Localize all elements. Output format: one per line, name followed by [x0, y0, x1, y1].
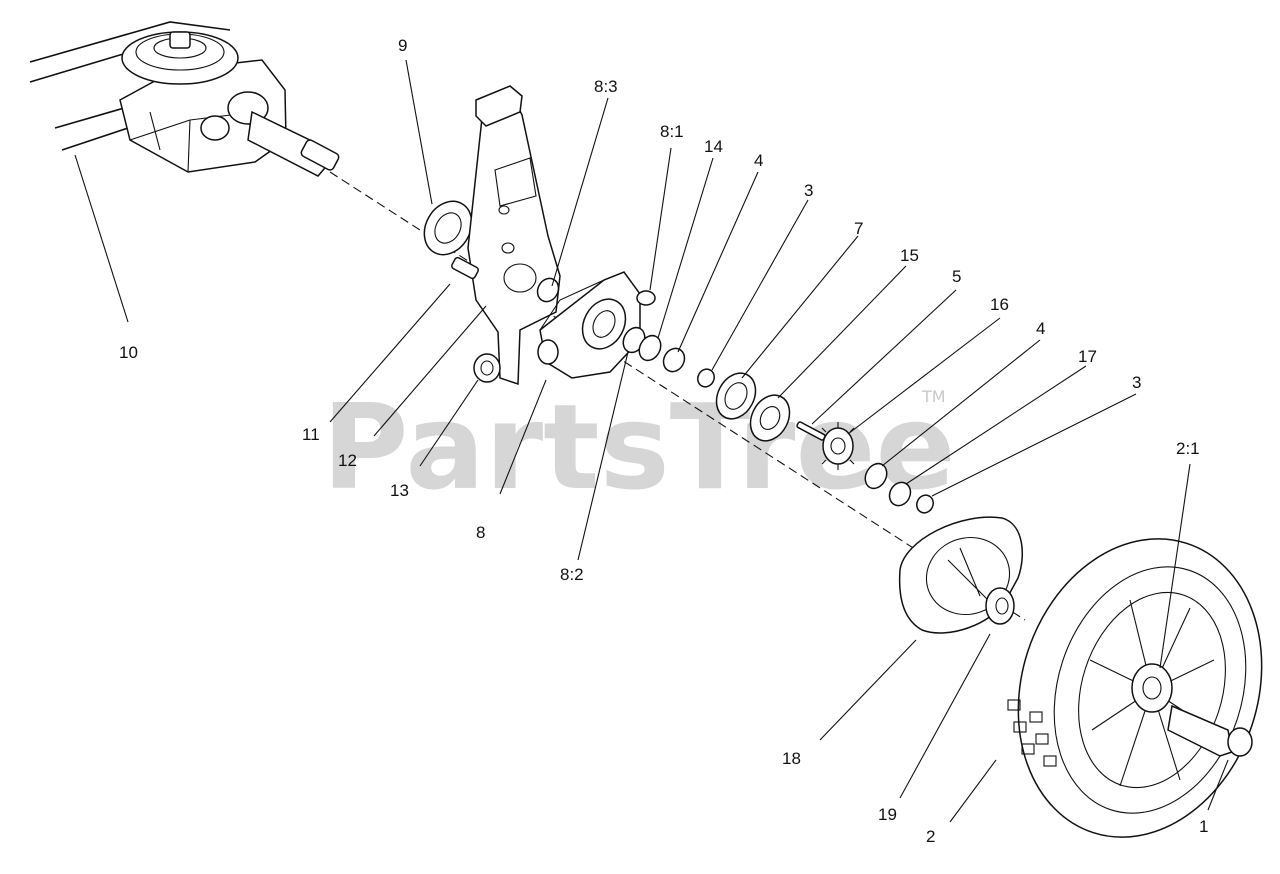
- callout-12: 12: [338, 451, 357, 470]
- part-8-housing: [537, 271, 641, 379]
- callout-10: 10: [119, 343, 138, 362]
- callout-18: 18: [782, 749, 801, 768]
- leader-lines: [74, 59, 1229, 823]
- part-7-seal: [715, 372, 757, 420]
- callout-4b: 4: [1036, 319, 1045, 338]
- callout-11: 11: [302, 425, 320, 444]
- axle-centerline: [329, 171, 1026, 621]
- part-3-clip: [697, 368, 715, 388]
- part-17-spacer: [888, 481, 912, 507]
- callout-13: 13: [390, 481, 409, 500]
- callout-8-3: 8:3: [594, 77, 618, 96]
- part-8-1-screw: [636, 290, 656, 306]
- part-4b-washer: [864, 462, 888, 490]
- callout-8-2: 8:2: [560, 565, 584, 584]
- callout-2-1: 2:1: [1176, 439, 1200, 458]
- callout-2: 2: [926, 827, 935, 846]
- part-9-bearing: [423, 200, 473, 256]
- callout-19: 19: [878, 805, 897, 824]
- callout-4a: 4: [754, 151, 763, 170]
- part-13-bushing: [473, 353, 501, 383]
- gearbox-pulley-icon: [29, 21, 340, 177]
- part-4-washer: [662, 347, 686, 373]
- watermark-trademark: TM: [921, 387, 946, 406]
- callout-16: 16: [990, 295, 1009, 314]
- callout-5: 5: [952, 267, 961, 286]
- callout-9: 9: [398, 36, 407, 55]
- callout-1: 1: [1199, 817, 1208, 836]
- part-3b-clip: [916, 494, 934, 514]
- wheel-icon: [1007, 538, 1263, 838]
- part-16-gear: [821, 422, 855, 470]
- callout-7: 7: [854, 219, 863, 238]
- watermark-text: PartsTree: [322, 378, 956, 516]
- callout-3b: 3: [1132, 373, 1141, 392]
- part-14-washer: [638, 334, 662, 362]
- callout-15: 15: [900, 246, 919, 265]
- callout-labels: 10 9 8:3 8:1 14 4 3 7 15 5 16 4 17 3 2:1…: [119, 36, 1208, 846]
- callout-8: 8: [476, 523, 485, 542]
- callout-3a: 3: [804, 181, 813, 200]
- callout-8-1: 8:1: [660, 122, 684, 141]
- part-15-bearing: [749, 394, 791, 442]
- callout-17: 17: [1078, 347, 1097, 366]
- callout-14: 14: [704, 137, 723, 156]
- part-19-bushing: [985, 587, 1015, 625]
- part-8-3-bracket: [467, 85, 561, 386]
- part-11-bolt: [451, 256, 479, 280]
